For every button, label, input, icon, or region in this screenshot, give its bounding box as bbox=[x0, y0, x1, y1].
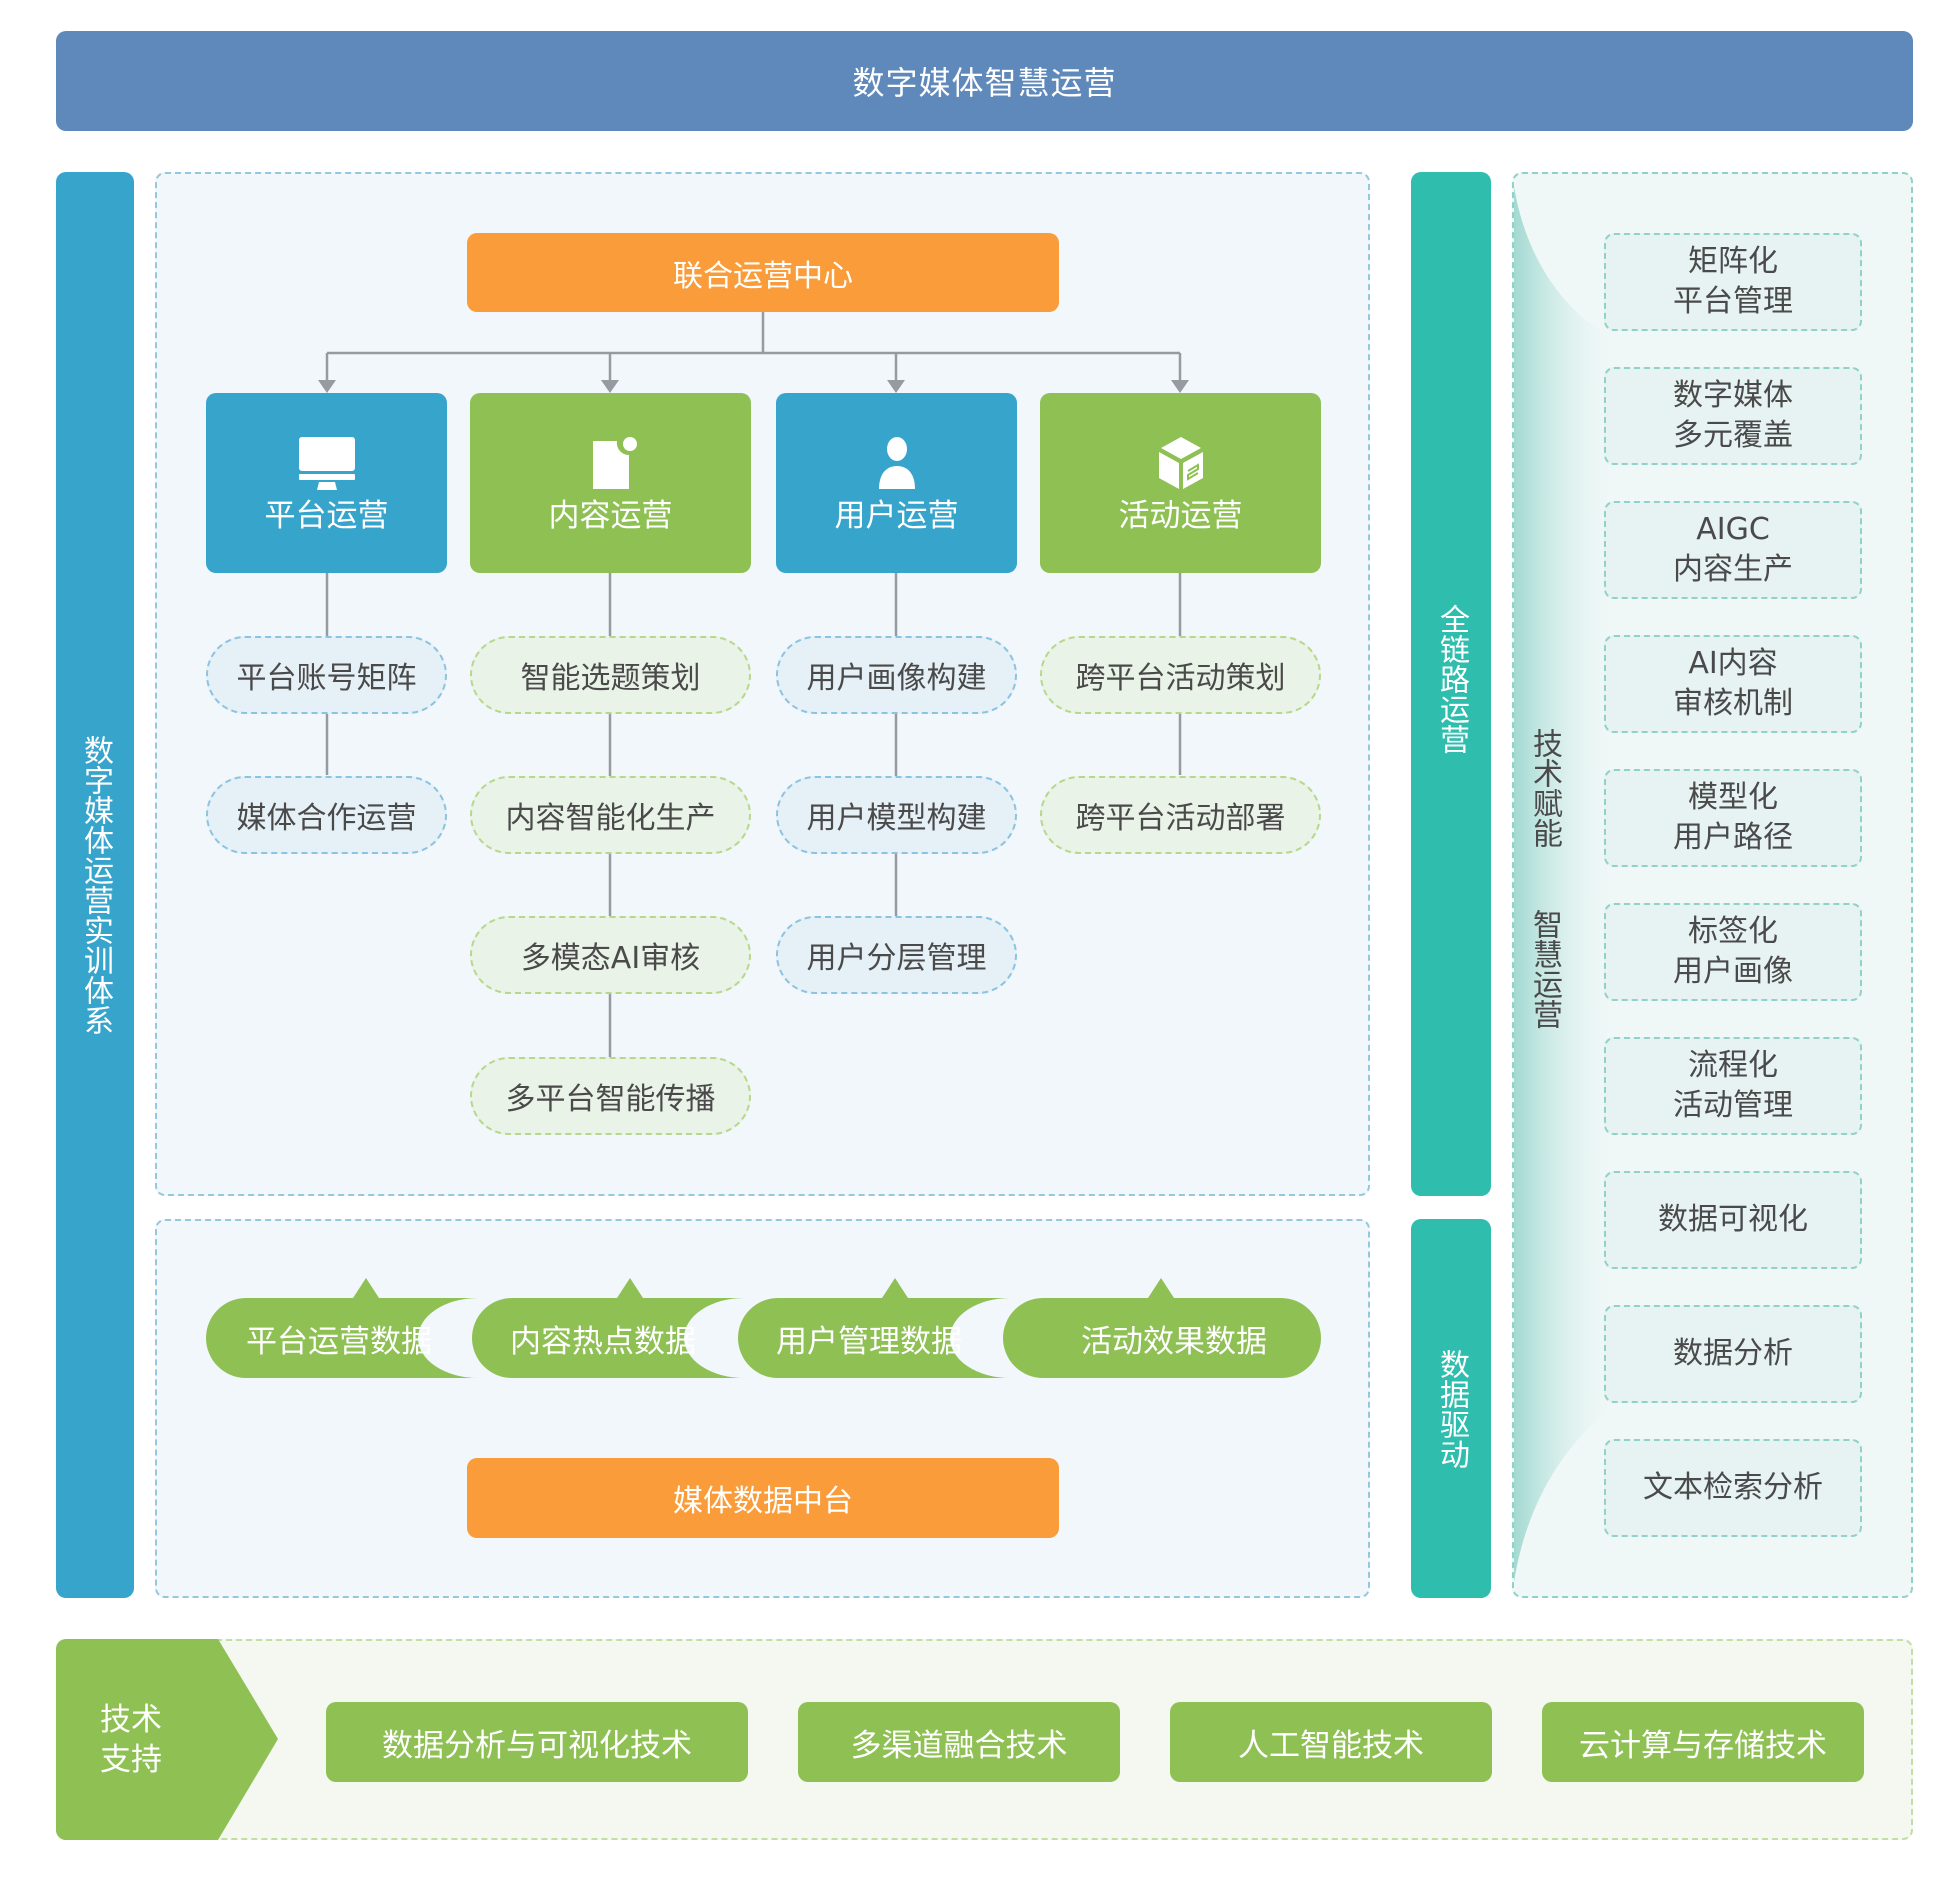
smart-operations-label: 智慧运营 bbox=[1527, 909, 1562, 1029]
capability-card[interactable]: 数据分析 bbox=[1604, 1305, 1862, 1403]
arrow-down-icon bbox=[601, 380, 619, 393]
capability-card[interactable]: 数据可视化 bbox=[1604, 1171, 1862, 1269]
data-item-platform[interactable]: 平台运营数据 bbox=[246, 1323, 432, 1360]
monitor-icon bbox=[298, 436, 355, 490]
category-label: 活动运营 bbox=[1118, 497, 1243, 534]
user-icon bbox=[878, 436, 915, 489]
sub-item-pill[interactable]: 用户模型构建 bbox=[776, 776, 1017, 854]
panel-gradient-shape bbox=[1514, 185, 1622, 1583]
full-chain-operations-bar: 全链路运营 bbox=[1411, 172, 1491, 1196]
training-system-bar: 数字媒体运营实训体系 bbox=[56, 172, 134, 1598]
capability-card[interactable]: 文本检索分析 bbox=[1604, 1439, 1862, 1537]
sub-item-pill[interactable]: 平台账号矩阵 bbox=[206, 636, 447, 714]
category-content-operations[interactable]: 内容运营 bbox=[470, 393, 751, 573]
data-pill-shape-4 bbox=[1003, 1298, 1321, 1378]
joint-operations-center-label: 联合运营中心 bbox=[673, 258, 853, 294]
data-driven-bar: 数据驱动 bbox=[1411, 1219, 1491, 1598]
sub-item-pill[interactable]: 跨平台活动部署 bbox=[1040, 776, 1321, 854]
category-label: 用户运营 bbox=[834, 497, 959, 534]
sub-item-pill[interactable]: 媒体合作运营 bbox=[206, 776, 447, 854]
full-chain-operations-label: 全链路运营 bbox=[1434, 604, 1469, 754]
category-label: 平台运营 bbox=[264, 497, 389, 534]
capability-card[interactable]: 标签化用户画像 bbox=[1604, 903, 1862, 1001]
data-pill-shape-2 bbox=[472, 1298, 744, 1378]
box-icon bbox=[1158, 436, 1203, 489]
data-pill-notch bbox=[1148, 1278, 1174, 1298]
tech-empowerment-label: 技术赋能 bbox=[1527, 728, 1562, 848]
capability-card[interactable]: AI内容审核机制 bbox=[1604, 635, 1862, 733]
sub-item-pill[interactable]: 智能选题策划 bbox=[470, 636, 751, 714]
tech-support-label: 技术 支持 bbox=[100, 1702, 162, 1779]
media-data-platform[interactable]: 媒体数据中台 bbox=[467, 1458, 1059, 1538]
data-pill-notch bbox=[617, 1278, 643, 1298]
data-pill-notch bbox=[882, 1278, 908, 1298]
category-event-operations[interactable]: 活动运营 bbox=[1040, 393, 1321, 573]
data-item-event[interactable]: 活动效果数据 bbox=[1081, 1323, 1267, 1360]
category-label: 内容运营 bbox=[548, 497, 673, 534]
capability-card[interactable]: 流程化活动管理 bbox=[1604, 1037, 1862, 1135]
sub-item-pill[interactable]: 内容智能化生产 bbox=[470, 776, 751, 854]
tech-item-cloud[interactable]: 云计算与存储技术 bbox=[1542, 1702, 1864, 1782]
category-user-operations[interactable]: 用户运营 bbox=[776, 393, 1017, 573]
sub-item-pill[interactable]: 用户分层管理 bbox=[776, 916, 1017, 994]
capability-card[interactable]: 数字媒体多元覆盖 bbox=[1604, 367, 1862, 465]
tech-item-ai[interactable]: 人工智能技术 bbox=[1170, 1702, 1492, 1782]
category-platform-operations[interactable]: 平台运营 bbox=[206, 393, 447, 573]
data-item-user[interactable]: 用户管理数据 bbox=[776, 1323, 962, 1360]
data-item-content[interactable]: 内容热点数据 bbox=[510, 1323, 696, 1360]
tech-item-multichannel[interactable]: 多渠道融合技术 bbox=[798, 1702, 1120, 1782]
arrow-down-icon bbox=[318, 380, 336, 393]
data-driven-label: 数据驱动 bbox=[1434, 1348, 1469, 1469]
document-icon bbox=[592, 436, 637, 489]
page-title: 数字媒体智慧运营 bbox=[56, 31, 1913, 131]
capability-card[interactable]: 矩阵化平台管理 bbox=[1604, 233, 1862, 331]
sub-item-pill[interactable]: 跨平台活动策划 bbox=[1040, 636, 1321, 714]
tech-support-header-shape bbox=[56, 1639, 278, 1840]
joint-operations-center[interactable]: 联合运营中心 bbox=[467, 233, 1059, 312]
training-system-label: 数字媒体运营实训体系 bbox=[78, 735, 113, 1035]
arrow-down-icon bbox=[1171, 380, 1189, 393]
sub-item-pill[interactable]: 用户画像构建 bbox=[776, 636, 1017, 714]
data-pill-shape-3 bbox=[738, 1298, 1010, 1378]
data-pill-shape-1 bbox=[206, 1298, 478, 1378]
data-pill-notch bbox=[353, 1278, 379, 1298]
tech-item-data-viz[interactable]: 数据分析与可视化技术 bbox=[326, 1702, 748, 1782]
media-data-platform-label: 媒体数据中台 bbox=[673, 1484, 853, 1519]
sub-item-pill[interactable]: 多模态AI审核 bbox=[470, 916, 751, 994]
sub-item-pill[interactable]: 多平台智能传播 bbox=[470, 1057, 751, 1135]
capability-card[interactable]: 模型化用户路径 bbox=[1604, 769, 1862, 867]
arrow-down-icon bbox=[887, 380, 905, 393]
